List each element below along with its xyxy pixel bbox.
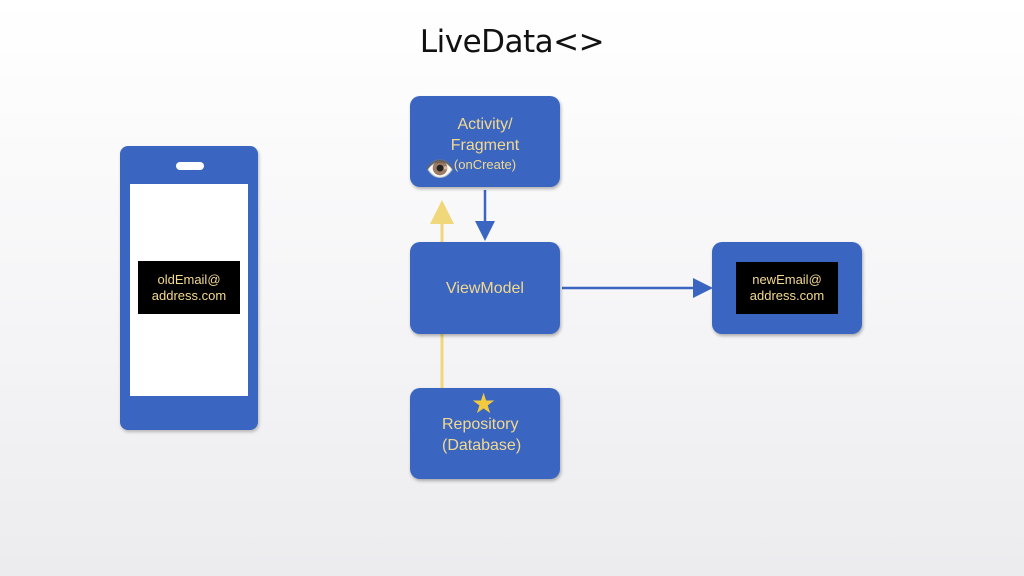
viewmodel-label: ViewModel [446, 280, 524, 297]
new-email-line2: address.com [749, 288, 825, 303]
new-email-display: newEmail@ address.com [736, 262, 838, 314]
repository-box: Repository (Database) [410, 388, 560, 479]
eye-icon: 👁️ [425, 156, 455, 183]
activity-label: Activity/ [457, 116, 513, 133]
phone-speaker [176, 162, 204, 170]
fragment-label: Fragment [450, 137, 520, 154]
diagram-title: LiveData<> [419, 24, 605, 60]
viewmodel-box: ViewModel [410, 242, 560, 334]
new-email-line1: newEmail@ [752, 272, 822, 287]
oncreate-label: (onCreate) [453, 157, 517, 172]
old-email-display: oldEmail@ address.com [138, 261, 240, 314]
server-box: newEmail@ address.com [712, 242, 862, 334]
livedata-label: LiveData [412, 397, 468, 413]
phone: oldEmail@ address.com [120, 146, 258, 430]
activity-fragment-box: Activity/ Fragment (onCreate) [410, 96, 560, 187]
old-email-line1: oldEmail@ [157, 271, 221, 287]
repository-label: Repository [442, 416, 519, 433]
database-label: (Database) [442, 437, 522, 454]
old-email-line2: address.com [151, 287, 227, 303]
star-icon: ★ [471, 388, 497, 419]
